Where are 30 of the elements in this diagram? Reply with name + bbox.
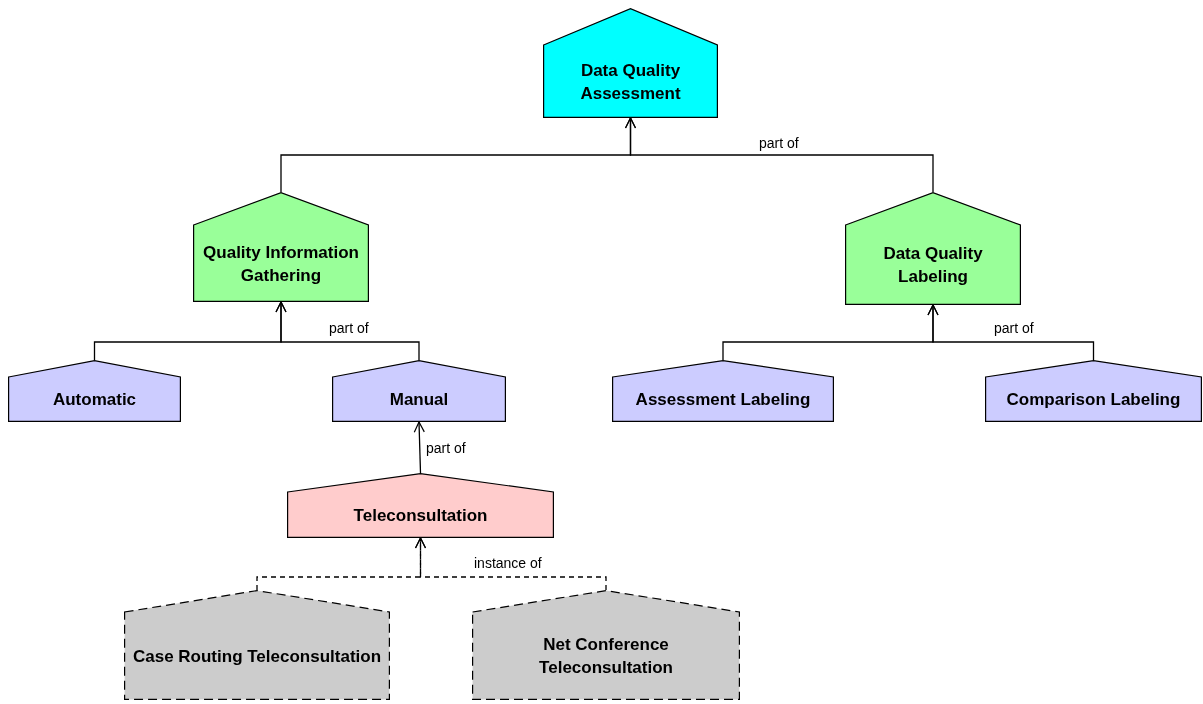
node-label: Automatic xyxy=(52,389,137,411)
node-label: Quality Information Gathering xyxy=(202,241,360,287)
edge-label: part of xyxy=(327,320,371,336)
pentagon-node xyxy=(193,192,369,302)
node-label: Data Quality Assessment xyxy=(579,59,682,105)
edge-label: part of xyxy=(424,440,468,456)
pentagon-node xyxy=(985,360,1202,422)
connector-arrow xyxy=(414,537,607,591)
edge-label: part of xyxy=(992,320,1036,336)
pentagon-node xyxy=(612,360,834,422)
node-label: Net Conference Teleconsultation xyxy=(538,634,674,679)
node-label: Case Routing Teleconsultation xyxy=(132,645,382,668)
pentagon-node xyxy=(845,192,1021,305)
pentagon-node xyxy=(543,8,718,118)
pentagon-node xyxy=(124,590,390,700)
pentagon-node xyxy=(472,590,740,700)
node-label: Assessment Labeling xyxy=(635,389,811,411)
pentagon-node xyxy=(287,473,554,538)
node-label: Comparison Labeling xyxy=(1006,389,1181,411)
edge-label: part of xyxy=(757,135,801,151)
pentagon-node xyxy=(332,360,506,422)
connector-arrow xyxy=(927,304,1095,361)
connector-arrow xyxy=(275,301,420,361)
connector-arrow xyxy=(624,117,934,193)
node-label: Manual xyxy=(389,389,449,411)
connector-arrow xyxy=(413,421,425,474)
edge-label: instance of xyxy=(472,555,544,571)
node-label: Data Quality Labeling xyxy=(882,243,984,288)
node-label: Teleconsultation xyxy=(353,504,488,527)
pentagon-node xyxy=(8,360,181,422)
